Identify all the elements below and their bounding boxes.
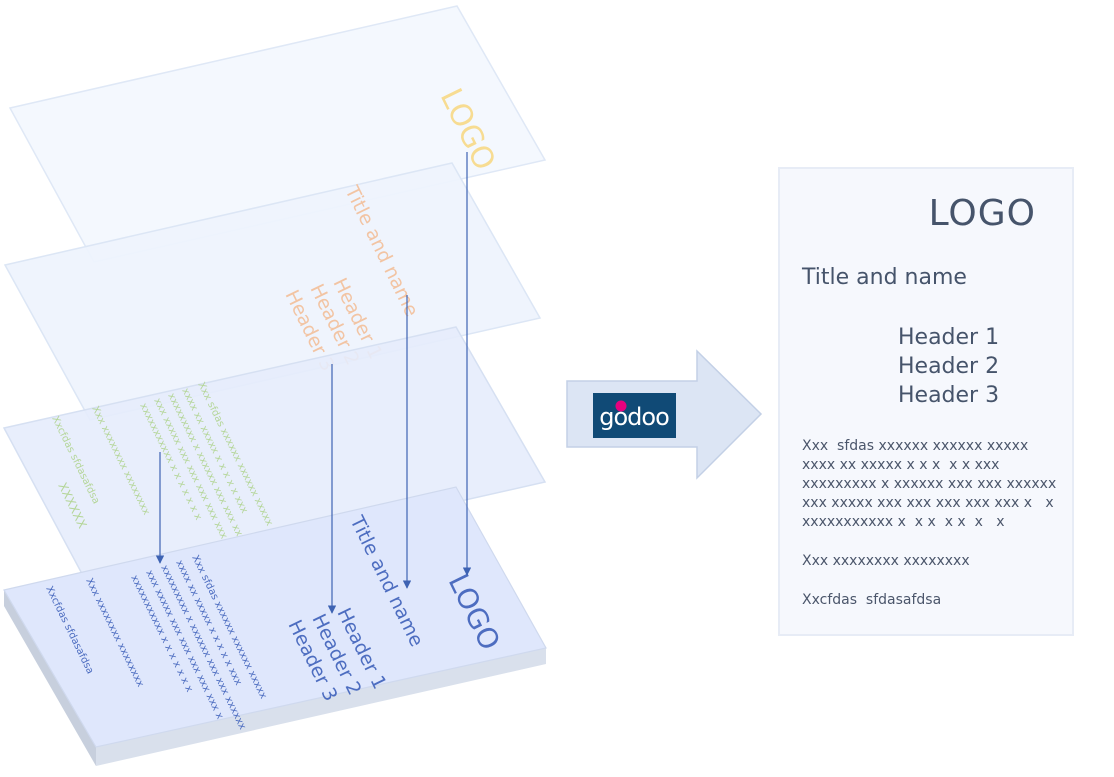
conversion-arrow: godoo (566, 349, 763, 480)
layer-composed-slab-side (4, 590, 96, 766)
document-line-3: Xxcfdas sfdasafdsa (802, 592, 942, 608)
layer-body-sheet (2, 326, 547, 586)
layer-body: Xxx sfdas xxxxxx xxxxxx xxxxx xxxx xx xx… (2, 326, 547, 586)
layer-logo-sheet (8, 5, 547, 263)
output-document: LOGO Title and name Header 1 Header 2 He… (778, 167, 1074, 636)
document-title: Title and name (802, 265, 967, 290)
layer-headings: Title and name Header 1 Header 2 Header … (3, 162, 542, 421)
godoo-logo-icon: godoo (593, 393, 676, 438)
document-headers: Header 1 Header 2 Header 3 (898, 323, 1048, 410)
godoo-logo-background (593, 393, 676, 438)
layer-composed-slab-front (96, 648, 546, 766)
document-body: Xxx sfdas xxxxxx xxxxxx xxxxx xxxx xx xx… (802, 438, 1057, 530)
document-header-2: Header 2 (898, 354, 1000, 379)
layer-headings-sheet (3, 162, 542, 421)
layer-logo: LOGO (8, 5, 547, 263)
document-logo: LOGO (928, 193, 1036, 234)
layer-composed: LOGO Title and name Header 1 Header 2 He… (3, 486, 547, 766)
document-line-2: Xxx xxxxxxxx xxxxxxxx (802, 553, 970, 569)
godoo-logo-dot (615, 400, 627, 412)
document-header-1: Header 1 (898, 325, 1000, 350)
document-header-3: Header 3 (898, 383, 1000, 408)
layer-composed-sheet (3, 486, 547, 748)
godoo-logo-text: godoo (599, 403, 669, 431)
